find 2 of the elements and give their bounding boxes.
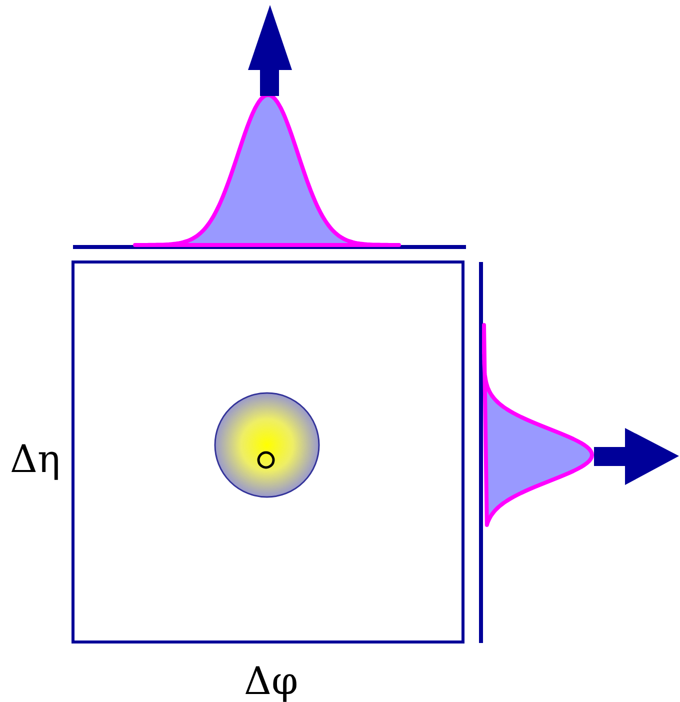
axis-label: Δφ <box>244 662 298 700</box>
axis-label: Δη <box>10 440 60 478</box>
